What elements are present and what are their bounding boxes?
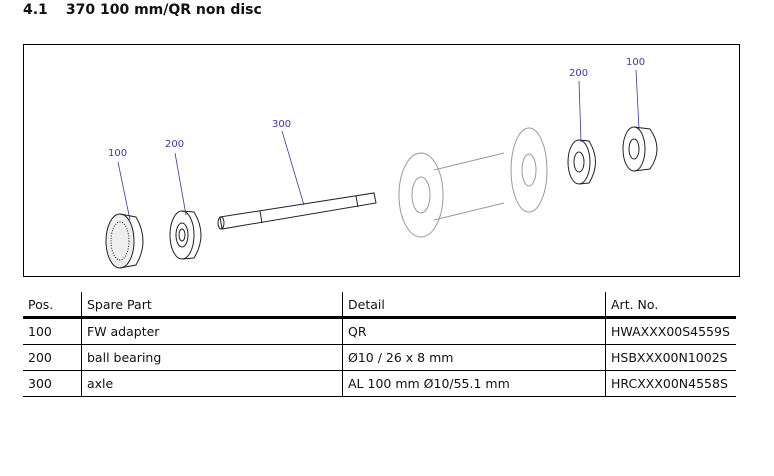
cell-spare-part: axle bbox=[81, 370, 343, 397]
table-row: 300 axle AL 100 mm Ø10/55.1 mm HRCXXX00N… bbox=[23, 370, 736, 397]
cell-detail: QR bbox=[342, 317, 606, 345]
section-title: 370 100 mm/QR non disc bbox=[65, 2, 262, 18]
section-heading: 4.1 370 100 mm/QR non disc bbox=[23, 2, 262, 18]
header-pos: Pos. bbox=[23, 292, 82, 319]
bearing-right bbox=[567, 139, 596, 185]
cell-art-no: HRCXXX00N4558S bbox=[605, 370, 736, 397]
cell-pos: 200 bbox=[23, 344, 82, 371]
hub-shell bbox=[398, 127, 548, 238]
spare-parts-table: Pos. Spare Part Detail Art. No. 100 FW a… bbox=[23, 292, 736, 397]
cell-art-no: HWAXXX00S4559S bbox=[605, 317, 736, 345]
section-number: 4.1 bbox=[23, 2, 48, 18]
cell-detail: AL 100 mm Ø10/55.1 mm bbox=[342, 370, 606, 397]
fw-adapter-left bbox=[105, 213, 144, 269]
fw-adapter-right bbox=[622, 126, 658, 172]
callout-200-left: 200 bbox=[165, 139, 184, 150]
callout-200-right: 200 bbox=[569, 68, 588, 79]
header-art-no: Art. No. bbox=[605, 292, 736, 319]
cell-spare-part: FW adapter bbox=[81, 317, 343, 345]
cell-pos: 300 bbox=[23, 370, 82, 397]
header-detail: Detail bbox=[342, 292, 606, 319]
bearing-left bbox=[169, 210, 202, 260]
axle bbox=[217, 192, 377, 230]
header-spare-part: Spare Part bbox=[81, 292, 343, 319]
cell-pos: 100 bbox=[23, 317, 82, 345]
cell-art-no: HSBXXX00N1002S bbox=[605, 344, 736, 371]
table-header-row: Pos. Spare Part Detail Art. No. bbox=[23, 292, 736, 319]
exploded-view-drawing: 100 200 300 200 100 bbox=[23, 44, 740, 277]
callout-100-right: 100 bbox=[626, 57, 645, 68]
cell-spare-part: ball bearing bbox=[81, 344, 343, 371]
cell-detail: Ø10 / 26 x 8 mm bbox=[342, 344, 606, 371]
table-row: 100 FW adapter QR HWAXXX00S4559S bbox=[23, 317, 736, 345]
hub-exploded-diagram: 100 200 300 200 100 bbox=[105, 57, 658, 269]
table-row: 200 ball bearing Ø10 / 26 x 8 mm HSBXXX0… bbox=[23, 344, 736, 371]
callout-300: 300 bbox=[272, 119, 291, 130]
callout-100-left: 100 bbox=[108, 148, 127, 159]
